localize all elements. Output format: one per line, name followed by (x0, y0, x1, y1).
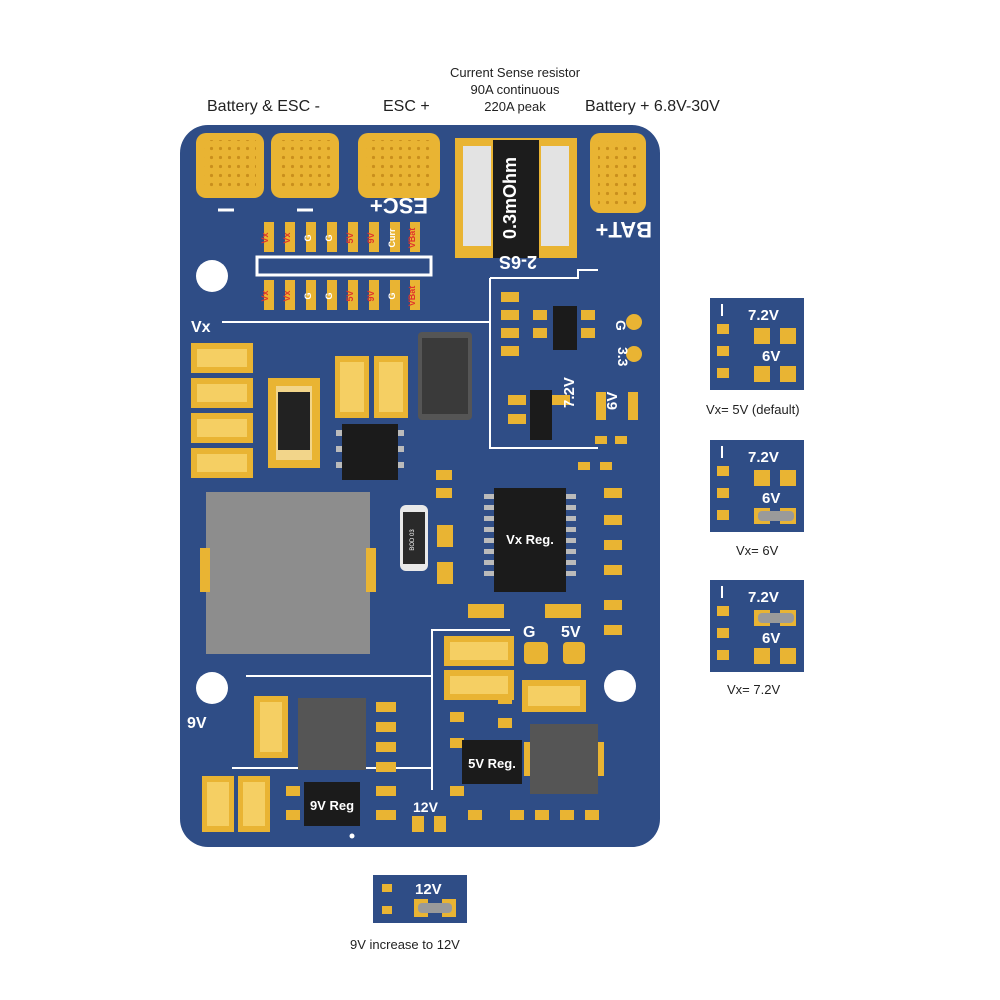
silk-5v-label: 5V (561, 624, 581, 641)
silk-72: 7.2V (561, 377, 578, 408)
jumper-3-bottom: 6V (762, 630, 780, 647)
silk-label: Vx (282, 290, 292, 301)
inductor-small (268, 378, 320, 468)
current-sense-line-2: 90A continuous (470, 82, 560, 97)
twelve-v-jumper-pad-1 (412, 816, 424, 832)
header-outline (255, 255, 433, 277)
label-current-sense: Current Sense resistor 90A continuous 22… (430, 64, 600, 115)
vx-caps (191, 343, 253, 478)
ninev-regulator (304, 782, 360, 826)
pad-33-round (626, 346, 642, 362)
silk-label: G (324, 292, 334, 299)
silk-label: G (303, 234, 313, 241)
twelve-v-caption: 9V increase to 12V (350, 937, 460, 952)
silk-label: Vx (260, 290, 270, 301)
label-esc-plus: ESC + (383, 98, 430, 115)
jumper-2-caption: Vx= 6V (736, 543, 779, 558)
label-battery-esc-minus: Battery & ESC - (207, 98, 320, 115)
silk-g-label: G (523, 624, 535, 641)
twelve-v-detail-label: 12V (415, 881, 442, 898)
jumper-3-caption: Vx= 7.2V (727, 682, 781, 697)
jumper-2-bottom: 6V (762, 490, 780, 507)
current-sense-line-3: 220A peak (484, 99, 546, 114)
silk-cells: 2-6S (499, 252, 537, 272)
silk-label: Vx (260, 232, 270, 243)
fivev-inductor (530, 724, 598, 794)
current-sense-line-1: Current Sense resistor (449, 65, 581, 80)
silk-33: 3.3 (615, 347, 631, 367)
pad-5v-square (563, 642, 585, 664)
silk-label: Vx (282, 232, 292, 243)
jumper-panel-3: 7.2V 6V (710, 580, 804, 672)
mount-hole (604, 670, 636, 702)
fivev-reg-text: 5V Reg. (468, 756, 516, 771)
jumper-panel-2: 7.2V 6V (710, 440, 804, 532)
jumper-1-top: 7.2V (748, 307, 779, 324)
silk-label: 5V (345, 290, 355, 301)
jumper-2-top: 7.2V (748, 449, 779, 466)
fivev-regulator (462, 740, 522, 784)
jumper-panel-1: 7.2V 6V (710, 298, 804, 390)
resistor-marking: 0.3mOhm (500, 157, 520, 239)
pad-battery-esc-minus-2 (271, 133, 339, 198)
silk-label: VBat (407, 228, 417, 249)
mosfet-ic (336, 424, 404, 480)
diode-large (418, 332, 472, 420)
jumper-1-caption: Vx= 5V (default) (706, 402, 800, 417)
twelve-v-detail-panel: 12V (373, 875, 467, 923)
jumper-3-top: 7.2V (748, 589, 779, 606)
inductor-large (200, 492, 376, 654)
silk-bat-plus: BAT+ (596, 217, 652, 242)
silk-label: Curr (387, 228, 397, 247)
twelve-v-jumper-pad-2 (434, 816, 446, 832)
header-caps (264, 222, 420, 310)
silk-esc-plus: ESC+ (370, 193, 428, 218)
silk-label: VBat (407, 286, 417, 307)
header-labels: Vx Vx G G 5V 9V Curr VBat Vx Vx G G 5V 9… (260, 228, 417, 307)
ninev-reg-text: 9V Reg (310, 798, 354, 813)
silk-label: 5V (345, 232, 355, 243)
silk-9v: 9V (187, 715, 207, 732)
chip-small (553, 306, 577, 350)
silk-label: G (303, 292, 313, 299)
pad-esc-plus (358, 133, 440, 198)
silk-label: 9V (366, 290, 376, 301)
twelve-v-text: 12V (413, 799, 439, 815)
current-sense-resistor (455, 138, 577, 258)
pad-g-square (524, 642, 548, 664)
silk-vx: Vx (191, 319, 211, 336)
ninev-caps (202, 696, 288, 832)
label-battery-plus: Battery + 6.8V-30V (585, 98, 720, 115)
diode-marking: BOD 03 (410, 529, 416, 551)
silk-6: 6V (604, 392, 621, 410)
board-body (180, 125, 660, 847)
pad-g-round (626, 314, 642, 330)
smd-parts (286, 292, 627, 820)
jumper-1-bottom: 6V (762, 348, 780, 365)
silk-g: G (613, 320, 629, 331)
silk-label: G (324, 234, 334, 241)
silk-label: G (387, 292, 397, 299)
ninev-inductor (298, 698, 366, 770)
mount-hole (196, 672, 228, 704)
mount-hole (196, 260, 228, 292)
vx-regulator (484, 488, 576, 592)
mosfet-small (530, 390, 552, 440)
silk-minus-2: - (301, 201, 306, 218)
vx-reg-text: Vx Reg. (506, 532, 554, 547)
diode-small (400, 505, 428, 571)
pad-battery-plus (590, 133, 646, 213)
pad-battery-esc-minus-1 (196, 133, 264, 198)
mid-caps (335, 356, 408, 418)
silk-minus-1: - (223, 201, 228, 218)
silk-label: 9V (366, 232, 376, 243)
fivev-caps (444, 636, 586, 712)
